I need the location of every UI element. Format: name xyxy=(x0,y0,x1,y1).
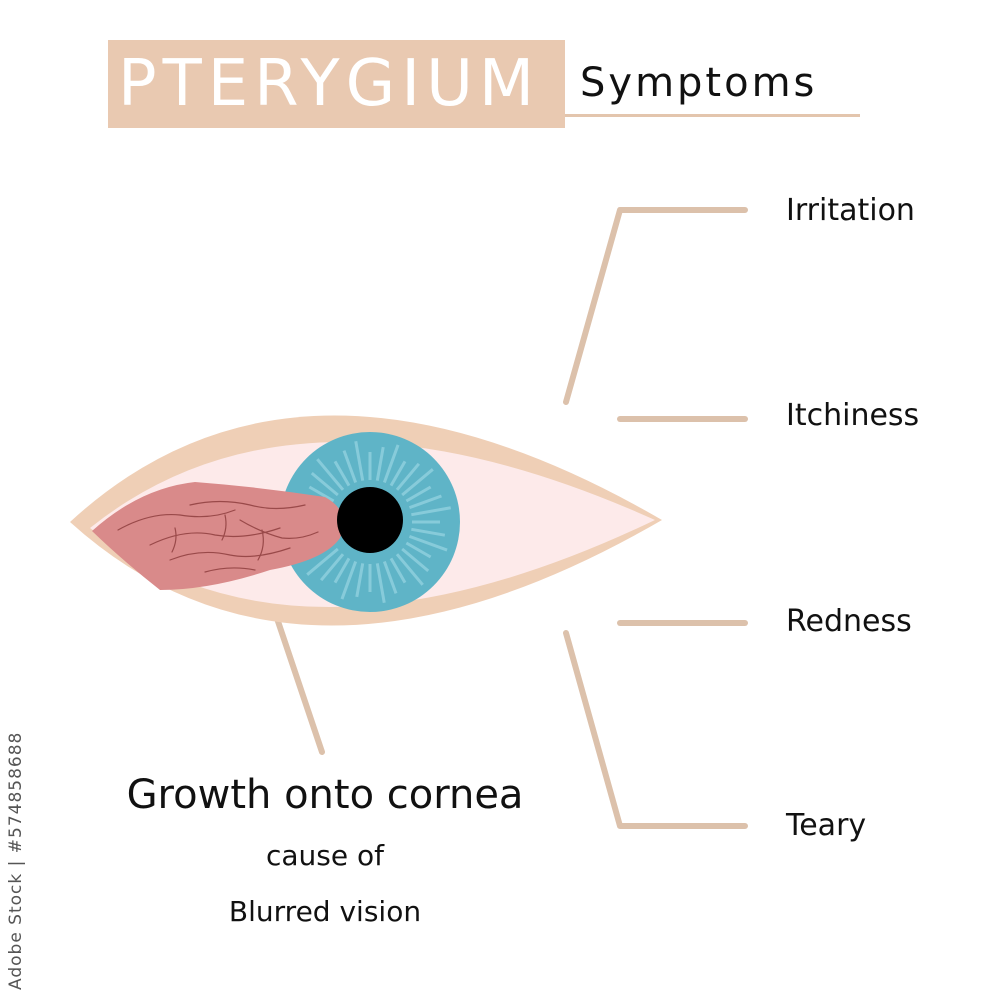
iris-ray xyxy=(411,527,446,537)
iris-ray xyxy=(342,450,358,484)
iris-ray xyxy=(389,557,407,584)
pterygium-growth-icon xyxy=(92,482,344,590)
side-id-text: Adobe Stock | #574858688 xyxy=(6,731,26,990)
iris-ray xyxy=(382,560,398,594)
iris-ray xyxy=(382,444,400,484)
iris-ray xyxy=(401,468,434,497)
iris-ray xyxy=(354,440,365,481)
iris-ray xyxy=(375,563,386,604)
symptom-irritation: Irritation xyxy=(786,193,915,228)
iris-ray xyxy=(333,557,351,584)
iris-ray xyxy=(405,485,432,503)
growth-label: Growth onto cornea xyxy=(126,772,524,818)
iris-ray xyxy=(310,471,339,497)
iris-ray xyxy=(401,547,430,573)
leader-line-teary xyxy=(563,630,748,829)
iris-ray xyxy=(333,460,351,487)
iris-ray xyxy=(408,494,442,510)
eye-icon xyxy=(70,415,662,626)
pupil-icon xyxy=(337,487,403,553)
title-background xyxy=(108,40,565,128)
symptom-itchiness: Itchiness xyxy=(786,398,920,433)
iris-ray xyxy=(395,553,424,586)
page-title: PTERYGIUM xyxy=(118,47,541,121)
iris-ray xyxy=(308,485,335,503)
blurred-vision-label: Blurred vision xyxy=(228,895,422,928)
iris-ray xyxy=(375,446,385,481)
symptom-teary: Teary xyxy=(786,808,867,843)
leader-line-irritation xyxy=(563,207,748,405)
symptom-redness: Redness xyxy=(786,604,912,639)
iris-ray xyxy=(389,460,407,487)
title-underline xyxy=(565,114,860,117)
page-subtitle: Symptoms xyxy=(580,60,818,106)
iris-ray xyxy=(355,563,365,598)
iris-ray xyxy=(319,553,345,582)
iris-ray xyxy=(395,462,421,491)
iris-ray xyxy=(405,541,432,559)
iris-ray xyxy=(408,534,448,552)
iris-ray xyxy=(411,506,452,517)
iris-ray xyxy=(316,458,345,491)
growth-cause-label: cause of xyxy=(265,839,384,872)
iris-ray xyxy=(306,547,339,576)
iris-ray xyxy=(340,560,358,600)
